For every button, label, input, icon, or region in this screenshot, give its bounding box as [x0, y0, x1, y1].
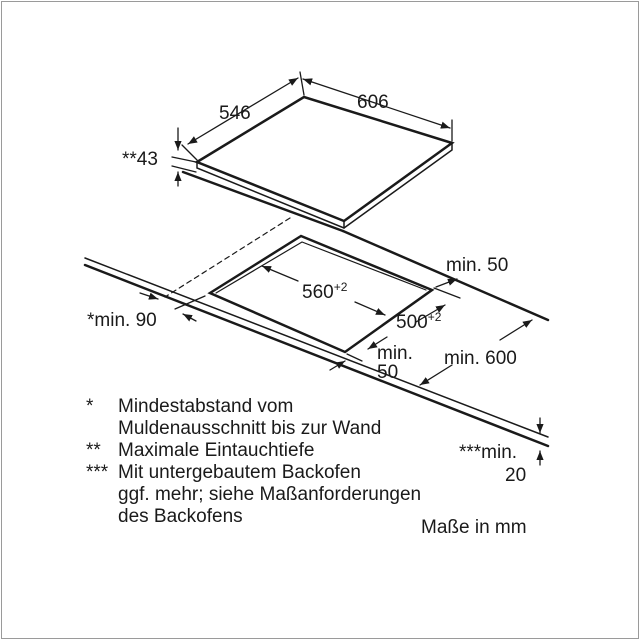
worktop-thickness-label-1: ***min. — [459, 442, 518, 463]
cutout-depth-label: 500+2 — [396, 310, 442, 333]
hob-dimension-lines — [171, 71, 453, 187]
cutout-width-tolerance: +2 — [333, 280, 348, 294]
legend-mark: ** — [86, 440, 101, 461]
cutout-depth-value: 500 — [396, 312, 428, 333]
legend-mark: * — [86, 396, 94, 417]
units-note: Maße in mm — [421, 517, 527, 538]
worktop-depth-label: min. 600 — [444, 348, 517, 369]
legend-line: Muldenausschnitt bis zur Wand — [118, 418, 382, 439]
legend-mark: *** — [86, 462, 109, 483]
legend-line: des Backofens — [118, 506, 243, 527]
hob-width-label: 606 — [357, 92, 389, 113]
wall-clearance-label: min. 50 — [446, 255, 509, 276]
cutout-dimension-lines — [139, 265, 544, 466]
wall-distance-label: *min. 90 — [87, 310, 157, 331]
legend-item: ** Maximale Eintauchtiefe — [86, 440, 421, 462]
legend-line: Maximale Eintauchtiefe — [118, 440, 315, 461]
legend-item: * Mindestabstand vom Muldenausschnitt bi… — [86, 396, 421, 440]
legend-item: *** Mit untergebautem Backofen ggf. mehr… — [86, 462, 421, 528]
legend-line: Mit untergebautem Backofen — [118, 462, 361, 483]
legend-line: ggf. mehr; siehe Maßanforderungen — [118, 484, 422, 505]
front-clearance-label-1: min. — [377, 343, 413, 364]
cutout-width-value: 560 — [302, 282, 334, 303]
immersion-depth-label: **43 — [122, 149, 158, 170]
front-clearance-label-2: 50 — [377, 362, 399, 383]
cutout-width-label: 560+2 — [302, 280, 348, 303]
legend-line: Mindestabstand vom — [118, 396, 294, 417]
hob-depth-label: 546 — [219, 103, 251, 124]
cutout-depth-tolerance: +2 — [427, 310, 442, 324]
worktop-thickness-label-2: 20 — [505, 465, 527, 486]
cutout — [207, 234, 435, 354]
worktop — [83, 217, 550, 448]
legend: * Mindestabstand vom Muldenausschnitt bi… — [86, 396, 421, 528]
